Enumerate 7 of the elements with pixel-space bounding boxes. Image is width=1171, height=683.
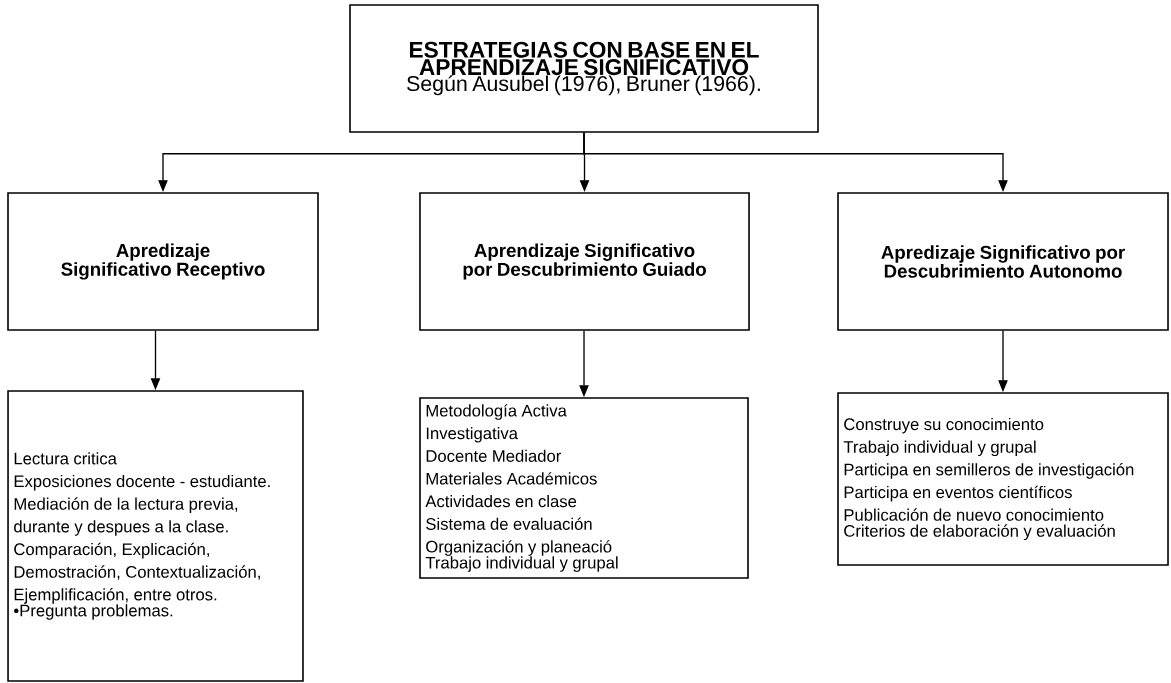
category-box: Apredizaje Significativo Receptivo — [7, 192, 319, 331]
list-box: Metodología Activa Investigativa Docente Mediador Materiales Académicos Actividades en clase Sistema de evaluación Organización y planeació Trabajo individual y grupal — [419, 397, 749, 579]
category-box: Apredizaje Significativo por Descubrimiento Autonomo — [837, 192, 1169, 331]
title-box: ESTRATEGIAS CON BASE EN EL APRENDIZAJE SIGNIFICATIVO Según Ausubel (1976), Bruner (1966). — [349, 4, 819, 133]
list-box: Lectura critica Exposiciones docente - estudiante. Mediación de la lectura previa, durante y despues a la clase. Comparación, Explicación, Demostración, Contextualización, Ejemplificación, entre otros. •Pregunta problemas. — [7, 390, 304, 682]
category-box: Aprendizaje Significativo por Descubrimiento Guiado — [419, 192, 750, 331]
list-box: Construye su conocimiento Trabajo individual y grupal Participa en semilleros de investigación Participa en eventos científicos Publicación de nuevo conocimiento Criterios de elaboración y evaluación — [837, 392, 1169, 566]
